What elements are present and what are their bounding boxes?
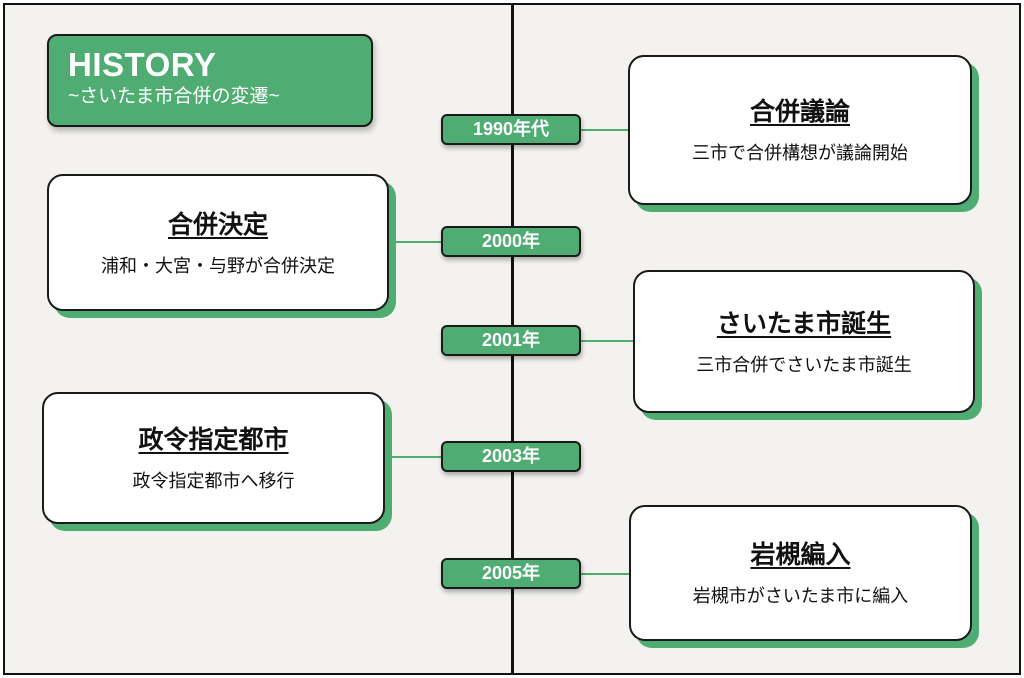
event-description: 浦和・大宮・与野が合併決定 xyxy=(101,255,335,276)
event-card-merger-discussion: 合併議論 三市で合併構想が議論開始 xyxy=(628,55,972,205)
event-description: 岩槻市がさいたま市に編入 xyxy=(692,586,909,606)
event-card-designated-city: 政令指定都市 政令指定都市へ移行 xyxy=(42,392,385,524)
year-label-2001: 2001年 xyxy=(441,325,581,356)
connector-1990s xyxy=(581,129,629,131)
event-title: さいたま市誕生 xyxy=(716,309,892,338)
year-label-2003: 2003年 xyxy=(441,441,581,472)
event-description: 三市で合併構想が議論開始 xyxy=(692,143,908,163)
event-card-merger-decision: 合併決定 浦和・大宮・与野が合併決定 xyxy=(47,174,389,311)
event-title: 岩槻編入 xyxy=(750,541,851,569)
event-description: 三市合併でさいたま市誕生 xyxy=(696,354,912,375)
event-title: 政令指定都市 xyxy=(138,426,289,454)
event-description: 政令指定都市へ移行 xyxy=(132,471,295,491)
connector-2005 xyxy=(581,573,629,575)
event-title: 合併決定 xyxy=(167,210,268,239)
header-title: HISTORY xyxy=(68,46,217,83)
event-card-iwatsuki-merger: 岩槻編入 岩槻市がさいたま市に編入 xyxy=(629,505,972,641)
event-card-city-birth: さいたま市誕生 三市合併でさいたま市誕生 xyxy=(633,270,975,413)
year-label-1990s: 1990年代 xyxy=(441,114,581,145)
header-subtitle: ~さいたま市合併の変遷~ xyxy=(68,86,280,107)
connector-2000 xyxy=(389,241,441,243)
year-label-2005: 2005年 xyxy=(441,558,581,589)
connector-2001 xyxy=(581,340,633,342)
header-box: HISTORY ~さいたま市合併の変遷~ xyxy=(47,34,373,127)
year-label-2000: 2000年 xyxy=(441,226,581,257)
event-title: 合併議論 xyxy=(749,98,850,126)
connector-2003 xyxy=(385,456,441,458)
